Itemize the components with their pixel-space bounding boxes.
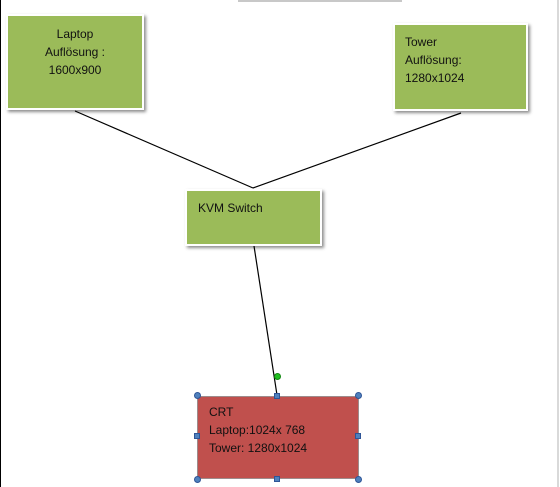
crt-tower-resolution: Tower: 1280x1024: [209, 441, 308, 455]
resize-handle-middle-left[interactable]: [194, 433, 200, 439]
crt-node[interactable]: CRT Laptop:1024x 768 Tower: 1280x1024: [197, 396, 359, 479]
connector-kvm-crt[interactable]: [253, 245, 278, 396]
laptop-resolution-label: Auflösung :: [44, 45, 106, 59]
laptop-title: Laptop: [56, 27, 94, 41]
resize-handle-bottom-right[interactable]: [355, 476, 362, 483]
resize-handle-top-left[interactable]: [194, 392, 201, 399]
kvm-switch-node[interactable]: KVM Switch: [185, 189, 322, 246]
laptop-resolution-value: 1600x900: [48, 63, 102, 77]
laptop-node[interactable]: Laptop Auflösung : 1600x900: [6, 14, 144, 110]
resize-handle-top-right[interactable]: [355, 392, 362, 399]
resize-handle-top-middle[interactable]: [274, 393, 280, 399]
kvm-switch-title: KVM Switch: [198, 201, 263, 215]
tower-title: Tower: [405, 35, 438, 49]
resize-handle-middle-right[interactable]: [355, 433, 361, 439]
crt-laptop-resolution: Laptop:1024x 768: [209, 423, 306, 437]
resize-handle-bottom-middle[interactable]: [274, 476, 280, 482]
canvas-left-edge: [0, 0, 1, 487]
rotate-handle[interactable]: [274, 373, 281, 380]
resize-handle-bottom-left[interactable]: [194, 476, 201, 483]
canvas-right-edge: [557, 0, 559, 487]
canvas-top-edge: [238, 0, 402, 2]
crt-title: CRT: [209, 405, 234, 419]
tower-resolution-label: Auflösung:: [405, 53, 462, 67]
connector-tower-kvm[interactable]: [252, 112, 462, 189]
tower-node[interactable]: Tower Auflösung: 1280x1024: [393, 23, 528, 111]
connector-laptop-kvm[interactable]: [74, 110, 254, 189]
tower-resolution-value: 1280x1024: [405, 71, 465, 85]
